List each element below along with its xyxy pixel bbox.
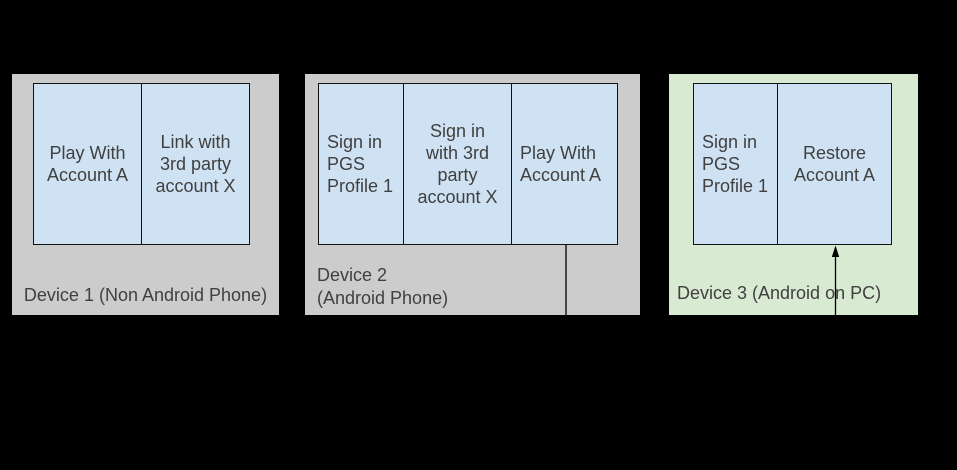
step-link-with-3rd-party-account-x: Link with 3rd party account X [142,83,250,245]
device-3-steps: Sign in PGS Profile 1 Restore Account A [693,83,892,245]
device-3-panel: Sign in PGS Profile 1 Restore Account A … [669,74,918,315]
device-2-panel: Sign in PGS Profile 1 Sign in with 3rd p… [305,74,640,315]
step-sign-in-pgs-profile-1-device2: Sign in PGS Profile 1 [318,83,404,245]
step-sign-in-with-3rd-party-account-x: Sign in with 3rd party account X [404,83,512,245]
device-2-label: Device 2 (Android Phone) [317,265,449,308]
step-play-with-account-a-device1: Play With Account A [33,83,142,245]
device-2-steps: Sign in PGS Profile 1 Sign in with 3rd p… [318,83,618,245]
device-1-label: Device 1 (Non Android Phone) [23,285,268,305]
device-3-label: Device 3 (Android on PC) [677,283,882,303]
step-sign-in-pgs-profile-1-device3: Sign in PGS Profile 1 [693,83,778,245]
device-1-steps: Play With Account A Link with 3rd party … [33,83,250,245]
device-1-panel: Play With Account A Link with 3rd party … [12,74,279,315]
step-play-with-account-a-device2: Play With Account A [512,83,618,245]
step-restore-account-a: Restore Account A [778,83,892,245]
